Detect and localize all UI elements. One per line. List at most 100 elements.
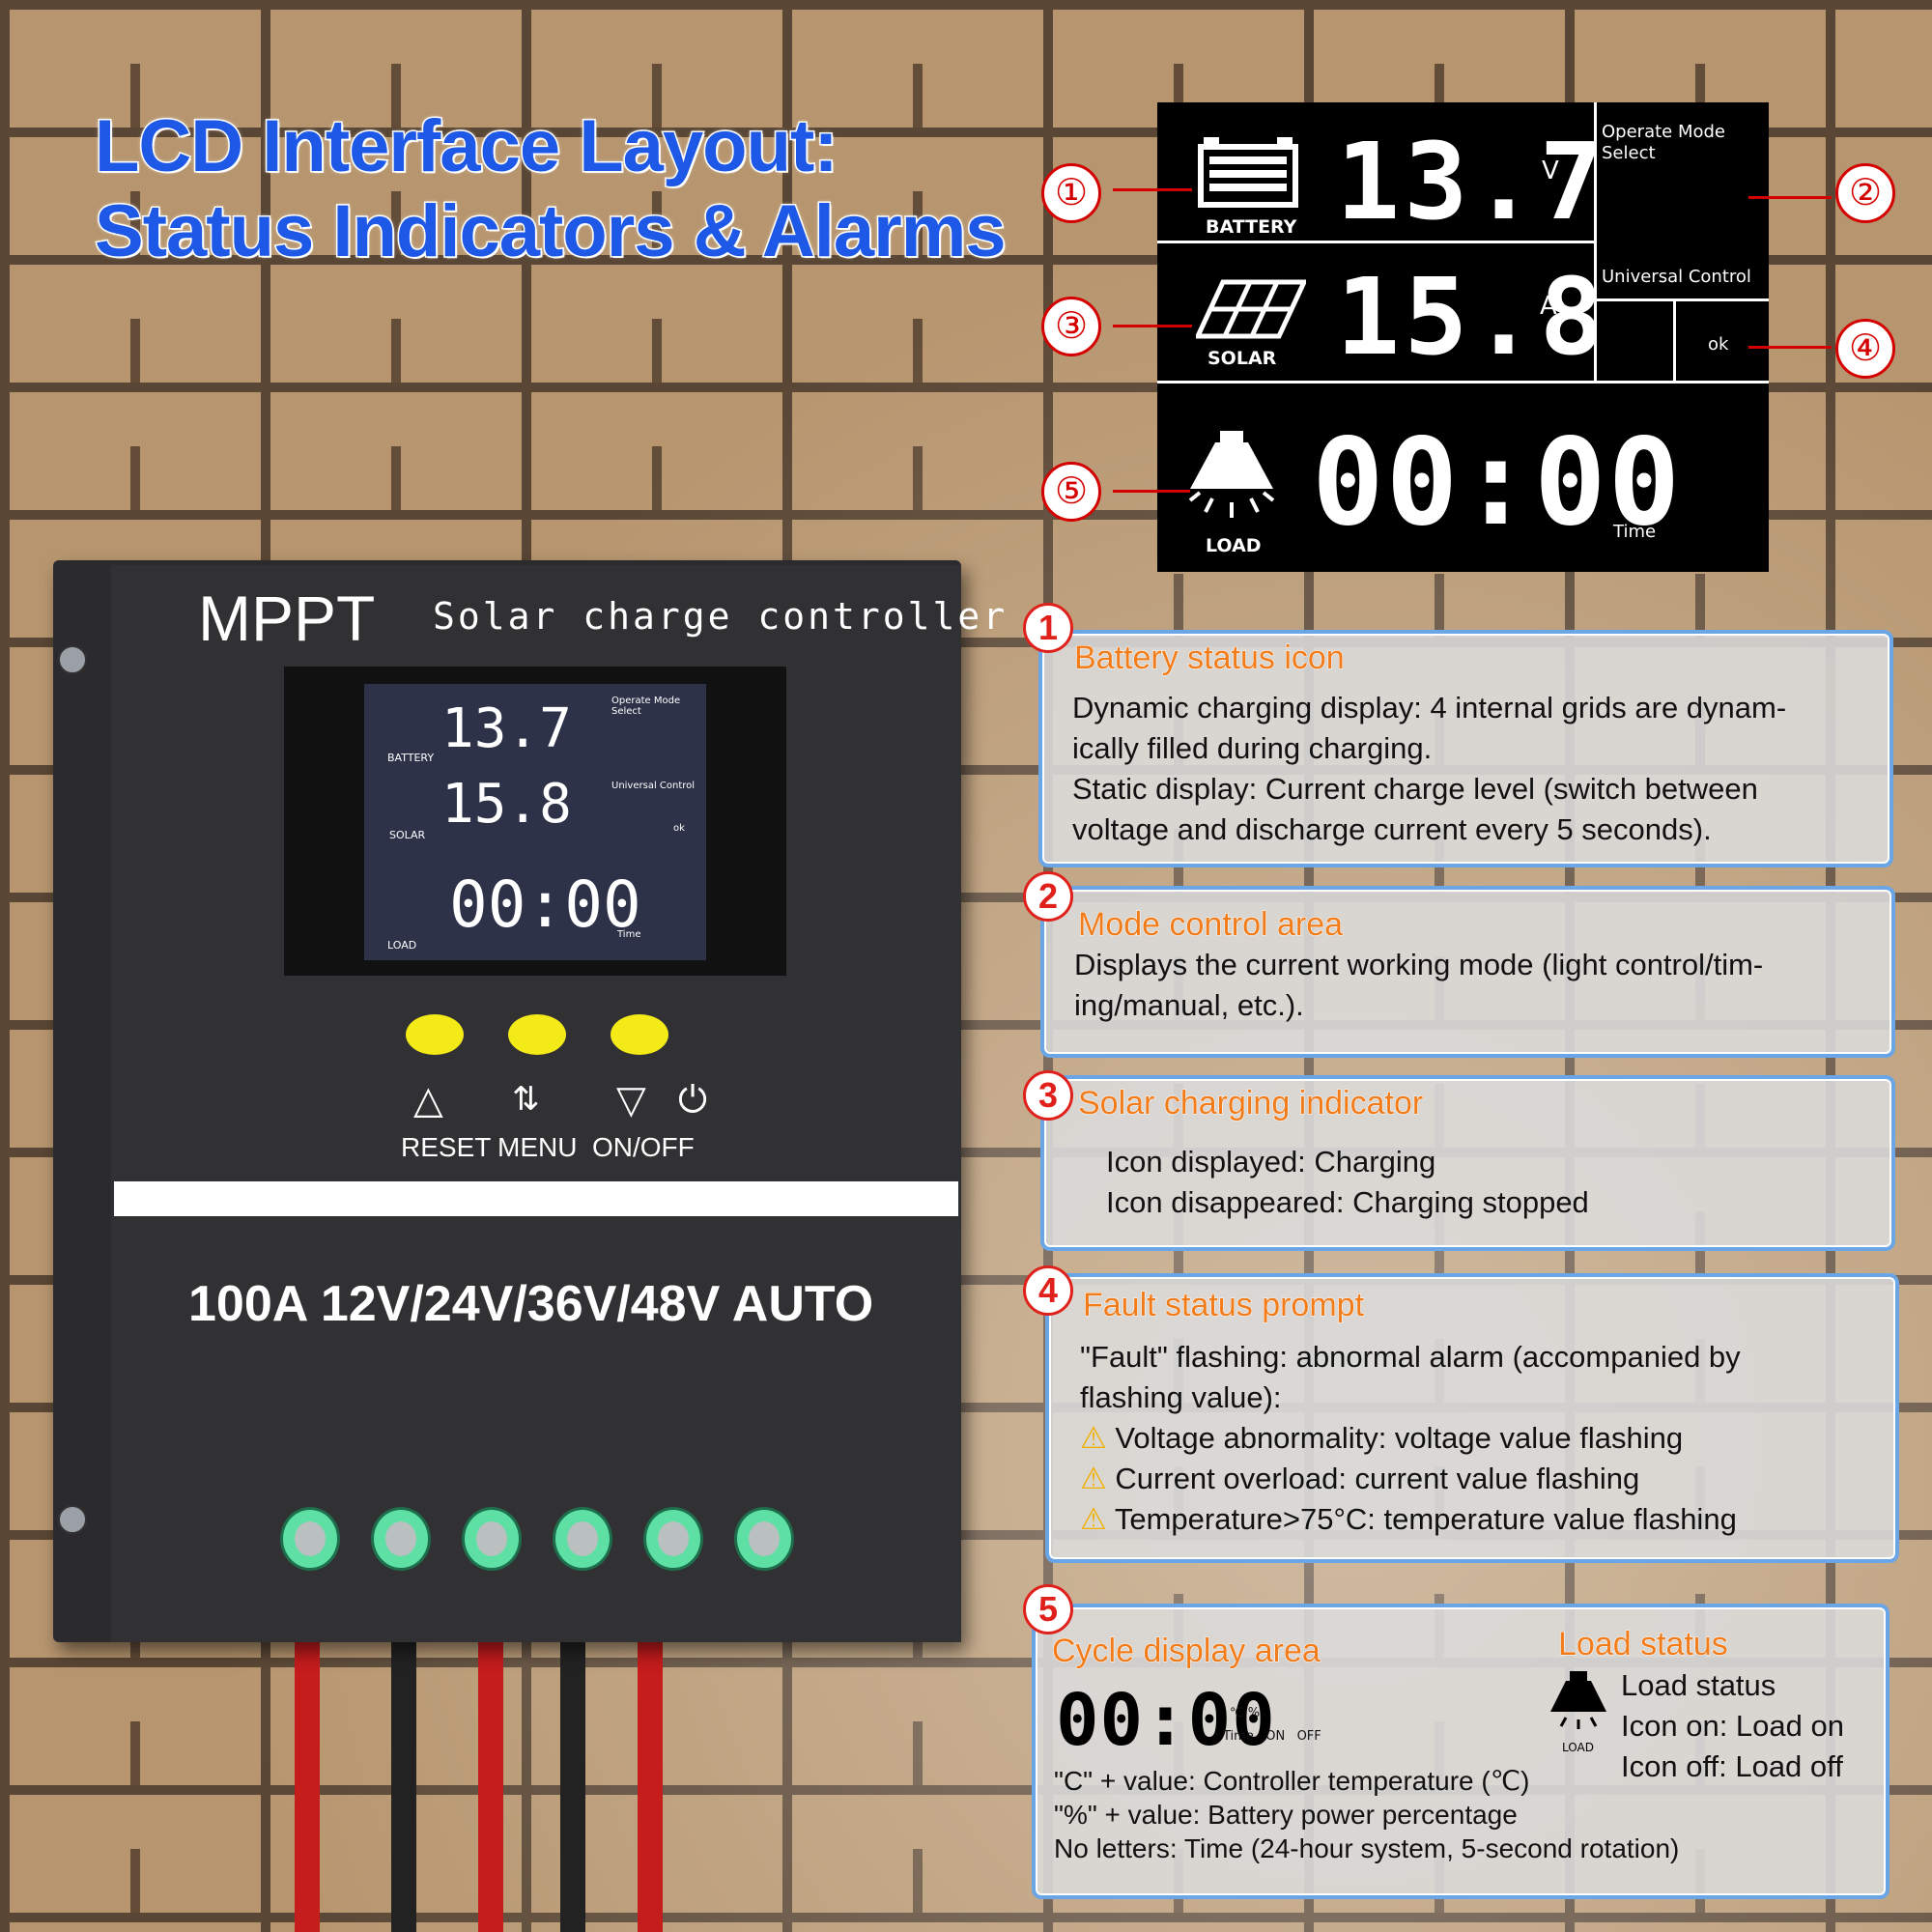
terminal-screw: [643, 1507, 703, 1571]
mini-time: 00:00: [449, 867, 641, 942]
text-line: Load status: [1621, 1668, 1776, 1702]
terminal-screw: [553, 1507, 612, 1571]
text-line: No letters: Time (24-hour system, 5-seco…: [1054, 1833, 1680, 1863]
warning-icon: ⚠: [1080, 1462, 1107, 1495]
mini-load-label: LOAD: [387, 939, 417, 952]
model-rating: 100A 12V/24V/36V/48V AUTO: [188, 1276, 874, 1332]
marker-2: ②: [1835, 163, 1895, 223]
warning-row: ⚠ Current overload: current value flashi…: [1080, 1459, 1741, 1499]
lcd-divider: [1673, 298, 1676, 382]
load-lamp-icon: [1550, 1671, 1606, 1729]
marker-line-5: [1113, 490, 1190, 493]
lcd-divider: [1597, 298, 1769, 301]
black-wire: [391, 1642, 416, 1932]
warning-text: Voltage abnormality: voltage value flash…: [1115, 1421, 1684, 1455]
mini-battery-label: BATTERY: [387, 752, 435, 764]
red-wire: [295, 1642, 320, 1932]
text-line: voltage and discharge current every 5 se…: [1072, 812, 1712, 846]
box-title-cycle: Cycle display area: [1052, 1633, 1321, 1670]
lcd-divider: [1594, 102, 1597, 383]
mini-solar-label: SOLAR: [389, 829, 426, 841]
text-line: flashing value):: [1080, 1380, 1282, 1414]
warning-text: Temperature>75°C: temperature value flas…: [1114, 1502, 1737, 1536]
universal-control-label: Universal Control: [1602, 267, 1751, 287]
box-number-4: 4: [1023, 1265, 1073, 1316]
menu-button[interactable]: [508, 1014, 566, 1055]
warning-icon: ⚠: [1080, 1502, 1107, 1536]
box-title-mode: Mode control area: [1077, 906, 1344, 944]
text-line: ically filled during charging.: [1072, 731, 1433, 765]
load-icon-label: LOAD: [1562, 1741, 1594, 1754]
battery-voltage-value: 13.7: [1336, 120, 1607, 243]
mini-operate-label: Operate Mode Select: [611, 696, 681, 717]
mini-time-label: Time: [617, 929, 641, 940]
box-number-5: 5: [1023, 1584, 1073, 1634]
text-line: Icon off: Load off: [1621, 1749, 1843, 1783]
info-box-mode: [1040, 886, 1895, 1058]
red-wire: [478, 1642, 503, 1932]
mini-voltage: 13.7: [441, 697, 572, 760]
mini-current: 15.8: [441, 773, 572, 836]
time-label: Time: [1613, 522, 1657, 542]
info-box-solar: [1040, 1075, 1895, 1251]
box-title-battery: Battery status icon: [1074, 639, 1346, 677]
operate-mode-label: Operate Mode Select: [1602, 122, 1725, 163]
info-box-battery: [1038, 630, 1893, 867]
reset-label: RESET: [401, 1132, 492, 1162]
terminal-screw: [462, 1507, 522, 1571]
reset-button[interactable]: [406, 1014, 464, 1055]
mini-lcd: 13.7 15.8 00:00 BATTERY SOLAR LOAD Time …: [364, 684, 706, 960]
text-line: Icon on: Load on: [1621, 1709, 1844, 1743]
red-wire: [638, 1642, 663, 1932]
text-line: "C" + value: Controller temperature (℃): [1054, 1766, 1530, 1796]
load-time-value: 00:00: [1312, 413, 1683, 553]
lcd-divider: [1157, 381, 1769, 384]
onoff-button[interactable]: [611, 1014, 668, 1055]
text-line: Static display: Current charge level (sw…: [1072, 772, 1758, 806]
load-lamp-icon: [1188, 431, 1275, 518]
solar-current-value: 15.8: [1336, 255, 1607, 379]
text-line: "%" + value: Battery power percentage: [1054, 1800, 1518, 1830]
down-triangle-icon: ▽: [616, 1078, 646, 1122]
amp-unit: A: [1540, 292, 1557, 321]
load-status-title: Load status: [1558, 1626, 1729, 1663]
marker-5: ⑤: [1041, 462, 1101, 522]
box-title-fault: Fault status prompt: [1082, 1287, 1365, 1324]
marker-4: ④: [1835, 319, 1895, 379]
ok-label: ok: [1708, 334, 1729, 355]
cycle-labels: Time ON OFF: [1223, 1729, 1321, 1744]
brand-mppt: MPPT: [198, 582, 376, 654]
volt-unit: V: [1542, 156, 1559, 185]
mounting-screw: [58, 1505, 87, 1534]
text-line: ing/manual, etc.).: [1074, 988, 1304, 1022]
box-text-battery: Dynamic charging display: 4 internal gri…: [1072, 688, 1786, 850]
white-stripe: [114, 1181, 958, 1216]
marker-line-1: [1113, 188, 1192, 191]
battery-label: BATTERY: [1206, 216, 1297, 238]
lcd-divider: [1157, 241, 1595, 243]
marker-3: ③: [1041, 297, 1101, 356]
solar-panel-icon: [1196, 279, 1306, 339]
box-number-2: 2: [1023, 871, 1073, 922]
box-text-fault: "Fault" flashing: abnormal alarm (accomp…: [1080, 1337, 1741, 1540]
up-triangle-icon: △: [413, 1078, 443, 1122]
headline-line-1: LCD Interface Layout:: [94, 104, 840, 189]
box-title-solar: Solar charging indicator: [1077, 1085, 1424, 1122]
cycle-units: ℃ %: [1230, 1706, 1261, 1720]
mini-universal-label: Universal Control: [611, 781, 696, 791]
solar-label: SOLAR: [1208, 348, 1277, 369]
warning-row: ⚠ Temperature>75°C: temperature value fl…: [1080, 1499, 1741, 1540]
load-status-text: Load status Icon on: Load on Icon off: L…: [1621, 1665, 1844, 1787]
menu-cycle-icon: ⇅: [512, 1080, 540, 1119]
text-line: Icon disappeared: Charging stopped: [1106, 1185, 1589, 1219]
text-line: "Fault" flashing: abnormal alarm (accomp…: [1080, 1340, 1741, 1374]
menu-label: MENU: [497, 1132, 578, 1162]
terminal-screw: [371, 1507, 431, 1571]
box-text-solar: Icon displayed: Charging Icon disappeare…: [1106, 1142, 1589, 1223]
mini-ok-label: ok: [673, 823, 685, 834]
warning-icon: ⚠: [1080, 1421, 1107, 1455]
box-text-mode: Displays the current working mode (light…: [1074, 945, 1763, 1026]
marker-line-2: [1748, 196, 1832, 199]
marker-line-4: [1748, 346, 1832, 349]
power-icon: ⏻: [678, 1078, 708, 1121]
